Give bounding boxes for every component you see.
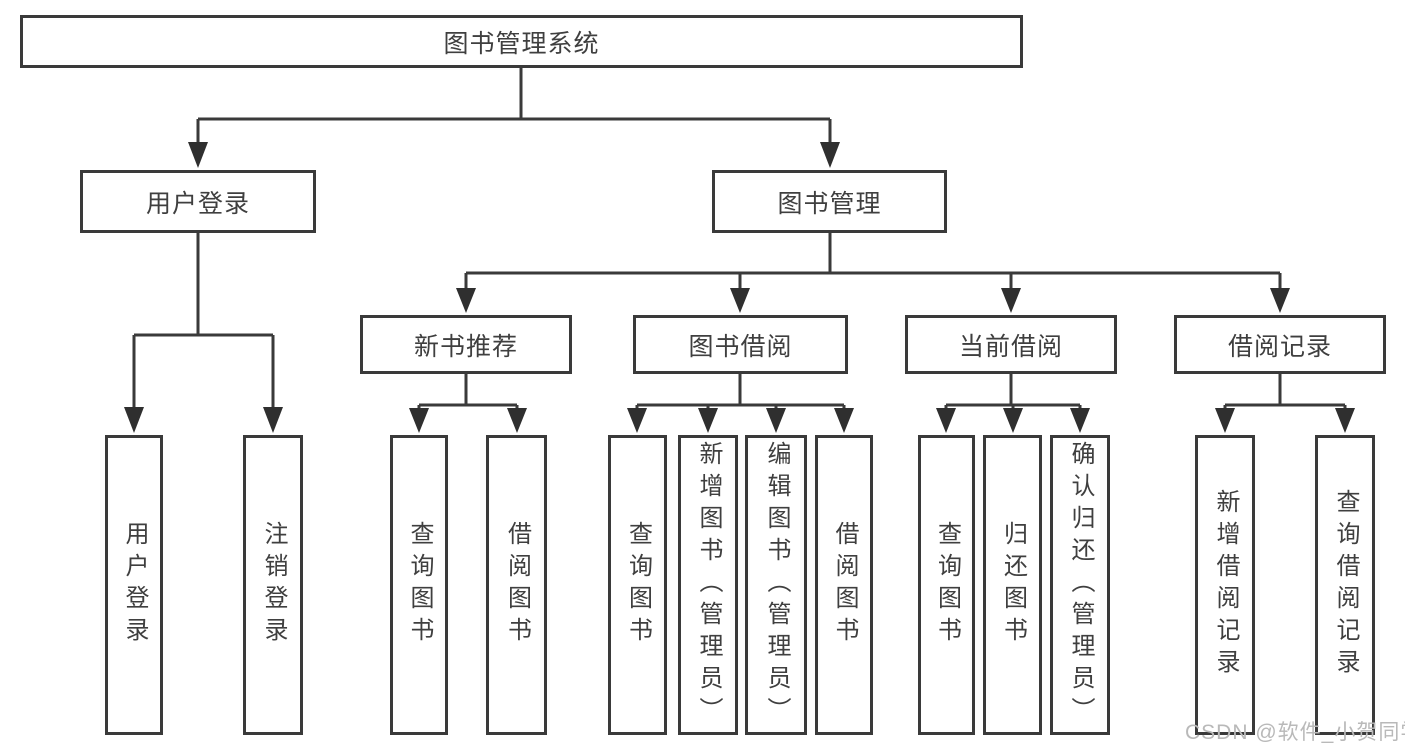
- leaf-query-borrow-record-label: 查询借阅记录: [1332, 489, 1359, 681]
- node-new-book-recommend-label: 新书推荐: [413, 332, 518, 361]
- node-user-login-label: 用户登录: [145, 189, 250, 218]
- node-borrowing-records: 借阅记录: [1174, 315, 1386, 374]
- node-root-library-system: 图书管理系统: [20, 15, 1023, 68]
- leaf-confirm-return-admin-label: 确认归还（管理员）: [1067, 441, 1094, 729]
- leaf-borrowing-borrow-books: 借阅图书: [815, 435, 873, 735]
- leaf-current-query-books-label: 查询图书: [933, 521, 961, 649]
- leaf-current-query-books: 查询图书: [918, 435, 975, 735]
- leaf-add-books-admin-label: 新增图书（管理员）: [695, 441, 722, 729]
- node-current-borrowing-label: 当前借阅: [958, 332, 1063, 361]
- leaf-recommend-borrow-books-label: 借阅图书: [503, 521, 531, 649]
- leaf-edit-books-admin: 编辑图书（管理员）: [745, 435, 807, 735]
- node-book-management: 图书管理: [712, 170, 947, 233]
- leaf-logout-login-label: 注销登录: [260, 521, 287, 649]
- leaf-return-books: 归还图书: [983, 435, 1042, 735]
- leaf-recommend-query-books-label: 查询图书: [406, 521, 433, 649]
- leaf-borrowing-borrow-books-label: 借阅图书: [831, 521, 858, 649]
- node-user-login: 用户登录: [80, 170, 316, 233]
- leaf-edit-books-admin-label: 编辑图书（管理员）: [763, 441, 790, 729]
- node-new-book-recommend: 新书推荐: [360, 315, 572, 374]
- leaf-add-books-admin: 新增图书（管理员）: [678, 435, 738, 735]
- leaf-user-login: 用户登录: [105, 435, 163, 735]
- leaf-confirm-return-admin: 确认归还（管理员）: [1050, 435, 1110, 735]
- leaf-return-books-label: 归还图书: [999, 521, 1027, 649]
- node-book-borrowing-label: 图书借阅: [688, 332, 793, 361]
- leaf-recommend-query-books: 查询图书: [390, 435, 448, 735]
- leaf-query-borrow-record: 查询借阅记录: [1315, 435, 1375, 735]
- node-book-borrowing: 图书借阅: [633, 315, 848, 374]
- node-current-borrowing: 当前借阅: [905, 315, 1117, 374]
- leaf-borrowing-query-books-label: 查询图书: [624, 521, 652, 649]
- leaf-borrowing-query-books: 查询图书: [608, 435, 667, 735]
- leaf-add-borrow-record-label: 新增借阅记录: [1212, 489, 1239, 681]
- node-borrowing-records-label: 借阅记录: [1227, 332, 1332, 361]
- node-book-management-label: 图书管理: [777, 189, 882, 218]
- leaf-user-login-label: 用户登录: [121, 521, 148, 649]
- csdn-watermark: CSDN @软件_小贺同学: [1185, 721, 1405, 744]
- leaf-recommend-borrow-books: 借阅图书: [486, 435, 547, 735]
- leaf-add-borrow-record: 新增借阅记录: [1195, 435, 1255, 735]
- leaf-logout-login: 注销登录: [243, 435, 303, 735]
- node-root-label: 图书管理系统: [443, 29, 600, 58]
